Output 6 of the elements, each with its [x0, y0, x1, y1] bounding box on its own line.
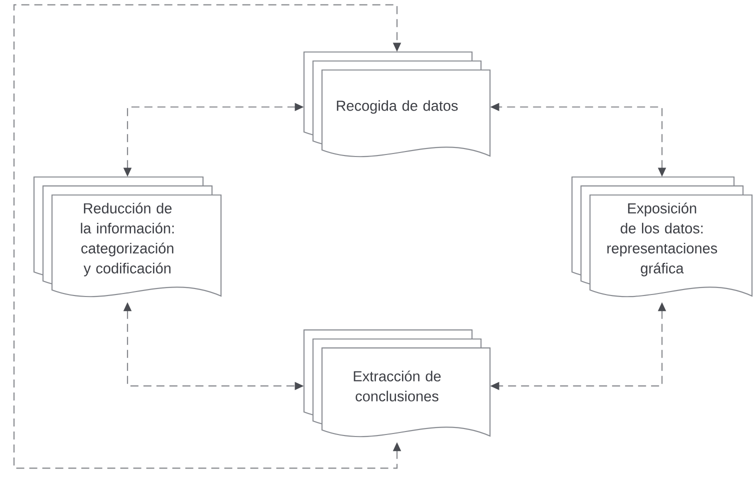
node-label: Exposición de los datos: representaciones gráfica [607, 202, 718, 276]
document-stack: Exposición de los datos: representaciones gráfica [571, 176, 753, 298]
dashed-arrow [13, 4, 402, 469]
document-stack: Reducción de la información: categorización y codificación [33, 176, 222, 298]
document-stack: Recogida de datos [303, 51, 491, 158]
document-stack: Extracción de conclusiones [303, 329, 491, 438]
